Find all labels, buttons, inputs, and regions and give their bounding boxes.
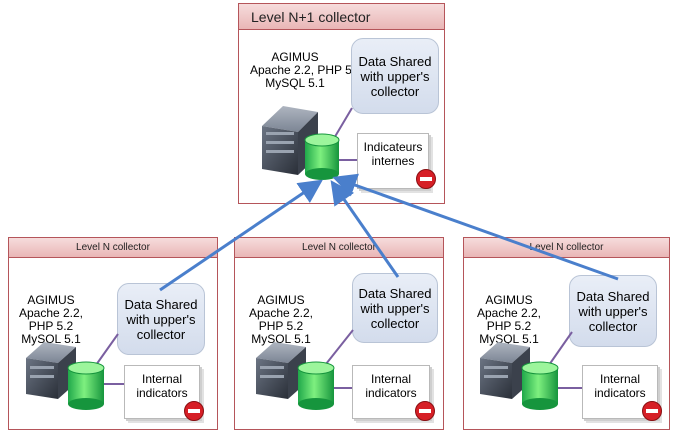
data-shared-bubble: Data Shared with upper's collector [569,275,657,347]
database-icon [67,361,105,410]
stack-line: PHP 5.2 [258,319,304,333]
stack-line: Apache 2.2, [476,306,542,320]
document-line: indicators [594,386,646,400]
arrow-from-collector-1 [159,179,323,292]
document-line: Internal [599,372,641,386]
database-icon [521,361,559,410]
stack-line: AGIMUS [27,293,75,307]
bubble-line: collector [136,326,186,342]
no-entry-icon [184,401,204,421]
bubble-line: Data Shared [124,296,198,312]
panel-title: Level N+1 collector [239,4,444,30]
stack-line: MySQL 5.1 [21,332,81,346]
stack-line: AGIMUS [271,50,319,64]
bubble-line: with upper's [360,68,430,84]
arrow-from-collector-2 [330,180,400,278]
no-entry-icon [415,401,435,421]
upload-arrows [159,173,619,292]
bubble-line: with upper's [360,300,430,316]
stack-line: PHP 5.2 [28,319,74,333]
bubble-line: collector [370,315,420,331]
document-line: internes [371,154,415,168]
stack-line: Apache 2.2, PHP 5.2 [250,63,362,77]
server-icon [26,342,76,399]
software-stack: AGIMUS Apache 2.2, PHP 5.2 MySQL 5.1 [248,294,314,346]
bubble-line: collector [370,83,420,99]
software-stack: AGIMUS Apache 2.2, PHP 5.2 MySQL 5.1 [18,294,84,346]
no-entry-icon [642,401,662,421]
data-shared-bubble: Data Shared with upper's collector [351,38,439,114]
document-line: indicators [136,386,188,400]
document-line: Internal [141,372,183,386]
stack-line: MySQL 5.1 [479,332,539,346]
stack-line: AGIMUS [485,293,533,307]
document-line: Indicateurs [363,140,423,154]
arrow-from-collector-3 [332,173,619,281]
stack-line: Apache 2.2, [248,306,314,320]
server-icon [480,342,530,399]
no-entry-icon [416,169,436,189]
bubble-line: with upper's [578,303,648,319]
bubble-line: Data Shared [358,53,432,69]
stack-line: AGIMUS [257,293,305,307]
panel-title: Level N collector [235,238,443,258]
database-icon [297,361,335,410]
stack-line: PHP 5.2 [486,319,532,333]
data-shared-bubble: Data Shared with upper's collector [352,273,438,343]
software-stack: AGIMUS Apache 2.2, PHP 5.2 MySQL 5.1 [476,294,542,346]
stack-line: MySQL 5.1 [265,76,325,90]
document-line: indicators [365,386,417,400]
stack-line: MySQL 5.1 [251,332,311,346]
internal-indicators-document: Internal indicators [124,365,200,419]
document-line: Internal [370,372,412,386]
bubble-line: Data Shared [576,288,650,304]
bubble-line: with upper's [126,311,196,327]
database-icon [304,133,340,180]
connector-lines [95,107,582,389]
software-stack: AGIMUS Apache 2.2, PHP 5.2 MySQL 5.1 [250,50,362,90]
bubble-line: collector [588,318,638,334]
data-shared-bubble: Data Shared with upper's collector [117,283,205,355]
stack-line: Apache 2.2, [18,306,84,320]
panel-title: Level N collector [9,238,217,258]
bubble-line: Data Shared [358,285,432,301]
